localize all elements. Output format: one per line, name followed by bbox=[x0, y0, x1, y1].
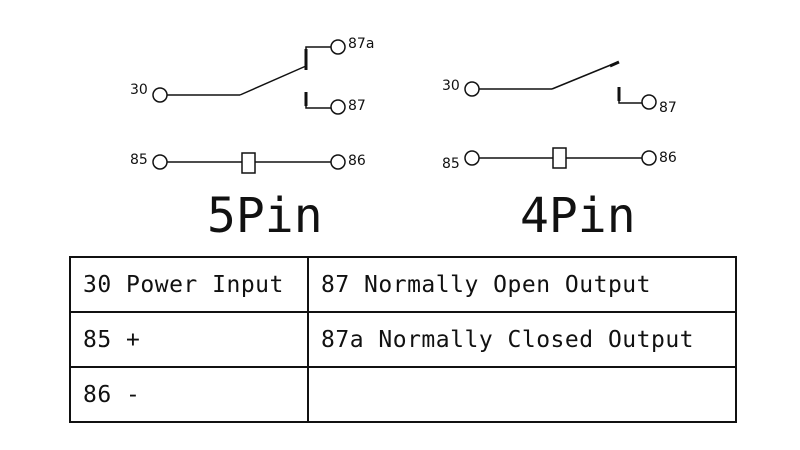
five-pin-nc-wire bbox=[305, 46, 331, 49]
five-pin-label-85: 85 bbox=[130, 152, 148, 168]
four-pin-label-85: 85 bbox=[442, 156, 460, 172]
four-pin-terminal-86 bbox=[641, 150, 657, 166]
pin-legend-table: 30 Power Input 87 Normally Open Output 8… bbox=[69, 256, 737, 423]
table-row: 30 Power Input 87 Normally Open Output bbox=[69, 256, 737, 313]
five-pin-terminal-86 bbox=[330, 154, 346, 170]
table-row: 86 - bbox=[69, 366, 737, 423]
four-pin-no-wire bbox=[618, 99, 642, 104]
four-pin-label-86: 86 bbox=[659, 150, 677, 166]
four-pin-title: 4Pin bbox=[520, 188, 636, 244]
four-pin-terminal-30 bbox=[464, 81, 480, 97]
five-pin-diagram bbox=[152, 39, 346, 174]
four-pin-diagram bbox=[464, 60, 657, 169]
four-pin-label-30: 30 bbox=[442, 78, 460, 94]
five-pin-coil bbox=[241, 152, 256, 174]
five-pin-terminal-87a bbox=[330, 39, 346, 55]
legend-cell: 85 + bbox=[69, 311, 309, 368]
legend-cell: 86 - bbox=[69, 366, 309, 423]
four-pin-coil bbox=[552, 147, 567, 169]
five-pin-terminal-87 bbox=[330, 99, 346, 115]
five-pin-terminal-30 bbox=[152, 87, 168, 103]
legend-cell: 87 Normally Open Output bbox=[307, 256, 737, 313]
five-pin-label-87: 87 bbox=[348, 98, 366, 114]
five-pin-label-30: 30 bbox=[130, 82, 148, 98]
table-row: 85 + 87a Normally Closed Output bbox=[69, 311, 737, 368]
four-pin-switch-arm bbox=[551, 61, 619, 90]
legend-cell bbox=[307, 366, 737, 423]
legend-cell: 87a Normally Closed Output bbox=[307, 311, 737, 368]
five-pin-switch-arm bbox=[239, 65, 307, 96]
relay-diagrams: 30 87a 87 85 86 5Pin 30 87 85 86 4Pin bbox=[130, 36, 677, 244]
four-pin-switch-tip bbox=[609, 60, 620, 68]
five-pin-terminal-85 bbox=[152, 154, 168, 170]
five-pin-title: 5Pin bbox=[207, 188, 323, 244]
four-pin-terminal-85 bbox=[464, 150, 480, 166]
five-pin-no-wire bbox=[305, 104, 331, 109]
five-pin-label-87a: 87a bbox=[348, 36, 374, 52]
five-pin-label-86: 86 bbox=[348, 153, 366, 169]
four-pin-terminal-87 bbox=[641, 94, 657, 110]
legend-cell: 30 Power Input bbox=[69, 256, 309, 313]
four-pin-label-87: 87 bbox=[659, 100, 677, 116]
